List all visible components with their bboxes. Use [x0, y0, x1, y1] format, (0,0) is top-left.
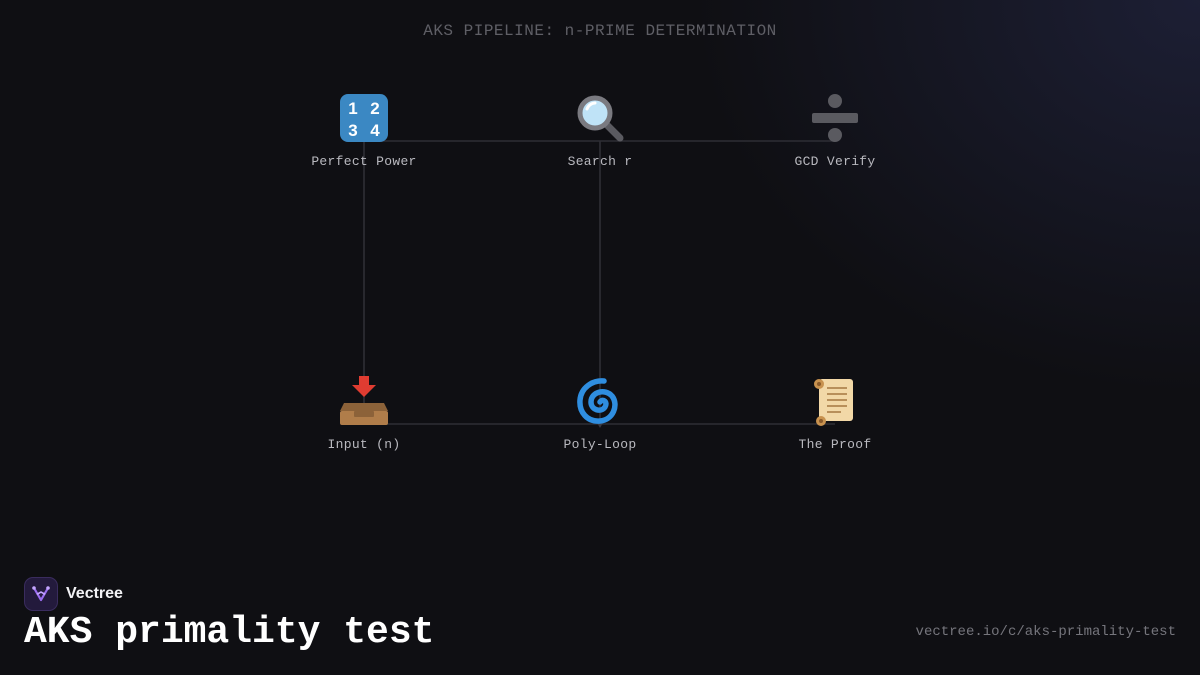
- node-label: Poly-Loop: [563, 437, 637, 452]
- svg-text:2: 2: [370, 99, 379, 118]
- page-url[interactable]: vectree.io/c/aks-primality-test: [915, 624, 1176, 640]
- vectree-logo-icon: [24, 577, 58, 611]
- node-the-proof[interactable]: The Proof: [755, 375, 915, 452]
- numbers-1234-icon: 1 2 3 4: [340, 94, 388, 142]
- node-label: GCD Verify: [794, 154, 876, 169]
- scroll-icon: [814, 379, 853, 426]
- node-search-r[interactable]: Search r: [520, 92, 680, 169]
- brand[interactable]: Vectree: [24, 577, 123, 611]
- magnifying-glass-icon: [577, 95, 624, 142]
- node-label: Search r: [567, 154, 633, 169]
- diagram-title: AKS PIPELINE: n-PRIME DETERMINATION: [423, 22, 777, 40]
- node-label: Perfect Power: [311, 154, 417, 169]
- svg-text:3: 3: [348, 121, 357, 140]
- node-gcd-verify[interactable]: GCD Verify: [755, 92, 915, 169]
- inbox-tray-icon: [340, 376, 388, 425]
- division-sign-icon: [812, 94, 858, 142]
- page-title: AKS primality test: [24, 611, 435, 654]
- node-poly-loop[interactable]: Poly-Loop: [520, 375, 680, 452]
- brand-name: Vectree: [66, 585, 123, 602]
- node-input-n[interactable]: Input (n): [284, 375, 444, 452]
- node-label: Input (n): [327, 437, 401, 452]
- svg-text:1: 1: [348, 99, 357, 118]
- cyclone-icon: [577, 378, 618, 424]
- svg-text:4: 4: [370, 121, 380, 140]
- node-perfect-power[interactable]: 1 2 3 4 Perfect Power: [284, 92, 444, 169]
- node-label: The Proof: [798, 437, 872, 452]
